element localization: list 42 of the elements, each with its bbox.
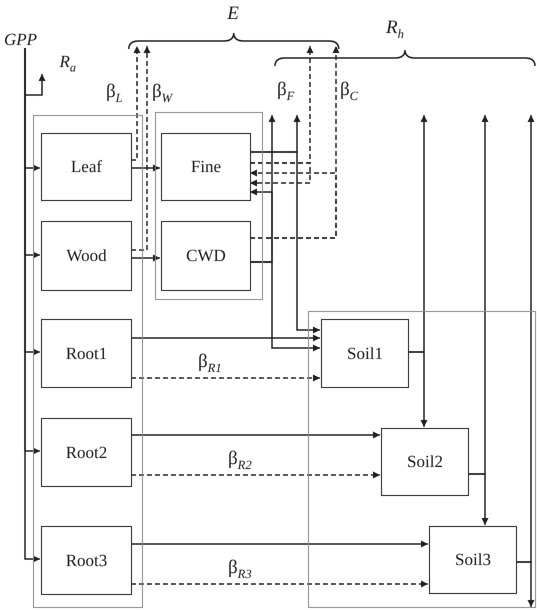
arrow bbox=[24, 48, 40, 562]
arrow bbox=[131, 254, 160, 262]
edge-label: β$_{C}$ bbox=[340, 80, 358, 102]
arrow bbox=[250, 188, 273, 263]
dashed-arrow bbox=[131, 46, 140, 161]
flux-label: R$_{h}$ bbox=[386, 18, 404, 40]
arrow bbox=[408, 115, 428, 353]
pool-box: Soil1 bbox=[321, 319, 409, 388]
arrow bbox=[131, 432, 380, 438]
arrow bbox=[131, 540, 428, 548]
arrow bbox=[131, 164, 160, 172]
group-box bbox=[155, 112, 263, 300]
dashed-arrow bbox=[131, 46, 150, 251]
dashed-arrow bbox=[131, 374, 320, 382]
group-box bbox=[308, 311, 536, 608]
pool-box: Wood bbox=[41, 221, 132, 291]
edge-label: β$_{R2}$ bbox=[228, 449, 252, 472]
pool-box: Leaf bbox=[41, 133, 132, 201]
arrow bbox=[516, 561, 534, 607]
dashed-arrow bbox=[131, 580, 428, 588]
arrow bbox=[131, 334, 320, 342]
pool-box: Root2 bbox=[41, 418, 132, 487]
dashed-arrow bbox=[131, 472, 380, 478]
arrow bbox=[250, 151, 320, 334]
arrow bbox=[468, 115, 488, 475]
pool-box: Soil3 bbox=[429, 526, 517, 594]
pool-box: Root1 bbox=[41, 319, 132, 388]
pool-box: Root3 bbox=[41, 526, 132, 595]
group-box bbox=[33, 115, 143, 608]
dashed-arrow bbox=[250, 170, 337, 239]
flux-label: R$_{a}$ bbox=[59, 52, 76, 76]
edge-label: β$_{R3}$ bbox=[228, 558, 252, 580]
flux-label: E bbox=[227, 4, 239, 23]
edge-label: β$_{L}$ bbox=[106, 82, 123, 104]
pool-box: CWD bbox=[161, 221, 251, 291]
flux-label: GPP bbox=[4, 30, 38, 50]
edge-label: β$_{F}$ bbox=[277, 80, 294, 102]
dashed-arrow bbox=[250, 162, 311, 186]
edge-label: β$_{R1}$ bbox=[198, 352, 222, 374]
pool-box: Fine bbox=[161, 133, 251, 201]
edge-label: β$_{W}$ bbox=[152, 82, 172, 104]
pool-box: Soil2 bbox=[381, 428, 469, 496]
